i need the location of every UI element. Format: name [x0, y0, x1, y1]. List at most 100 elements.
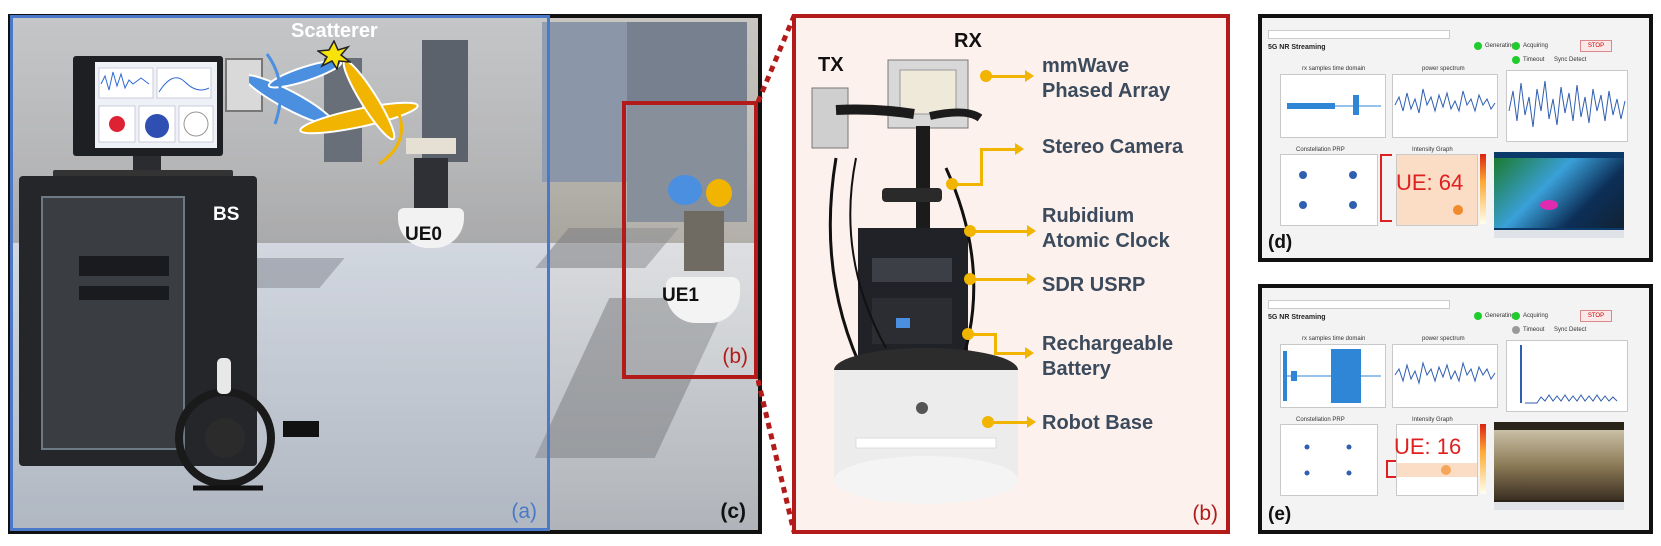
- timeout-led-icon: [1512, 326, 1520, 334]
- ue1-base: [666, 277, 740, 323]
- ue1-stack: [684, 211, 724, 271]
- generating-led-icon: [1474, 312, 1482, 320]
- pointer-dot: [982, 416, 994, 428]
- power-spectrum-plot: [1392, 74, 1498, 138]
- tx-label: TX: [818, 54, 844, 76]
- pointer-arrow: [972, 225, 1036, 237]
- monitor: [73, 56, 223, 156]
- label-rubidium-atomic-clock: Rubidium Atomic Clock: [1042, 204, 1170, 254]
- ue-brace: [1380, 154, 1392, 222]
- sync-plot: [1506, 340, 1628, 412]
- address-field[interactable]: [1268, 300, 1450, 309]
- monitor-stand: [133, 156, 161, 174]
- video-controls[interactable]: [1494, 502, 1624, 510]
- pointer-line: [972, 333, 996, 336]
- plot-title: power spectrum: [1422, 336, 1465, 342]
- label-rechargeable-battery: Rechargeable Battery: [1042, 332, 1173, 382]
- rack-door-glass: [41, 196, 185, 450]
- pointer-arrow: [980, 143, 1024, 155]
- robot-hardware-icon: [811, 59, 1018, 504]
- rx-label: RX: [954, 30, 982, 52]
- constellation-plot: [1280, 154, 1378, 226]
- panel-b-frame: TX RX mmWave Phased Array Stereo Camera …: [792, 14, 1230, 534]
- plot-title: Constellation PRP: [1296, 417, 1345, 423]
- plot-title: Intensity Graph: [1412, 417, 1453, 423]
- power-brick: [283, 421, 319, 437]
- stop-button[interactable]: STOP: [1580, 310, 1612, 322]
- acquiring-led-icon: [1512, 42, 1520, 50]
- acquiring-led-icon: [1512, 312, 1520, 320]
- pointer-arrow: [986, 70, 1034, 82]
- pointer-arrow: [994, 347, 1034, 359]
- pointer-dot: [964, 225, 976, 237]
- intensity-band: [1397, 463, 1477, 477]
- label-line: Rechargeable: [1042, 333, 1174, 355]
- power-spectrum-plot: [1392, 344, 1498, 408]
- ue-count-label: UE: 64: [1396, 170, 1464, 195]
- panel-e-tag: (e): [1268, 504, 1292, 525]
- panel-b-inset-frame: UE1 (b): [622, 101, 758, 379]
- video-content: [1540, 200, 1558, 210]
- monitor-plots-icon: [98, 67, 214, 143]
- status-sync-detect: Sync Detect: [1554, 57, 1587, 63]
- status-generating: Generating: [1485, 313, 1515, 319]
- label-robot-base: Robot Base: [1042, 412, 1154, 434]
- ue-brace: [1386, 460, 1396, 478]
- sync-plot: [1506, 70, 1628, 142]
- video-frame: [1494, 158, 1624, 228]
- panel-c-tag: (c): [720, 500, 746, 523]
- video-controls[interactable]: [1494, 230, 1624, 238]
- colorbar: [1480, 424, 1486, 494]
- panel-d-screen: 5G NR Streaming Generating Acquiring Tim…: [1258, 14, 1653, 262]
- video-player: [1494, 422, 1624, 510]
- ue-count-label: UE: 16: [1394, 434, 1462, 459]
- pointer-dot: [946, 178, 958, 190]
- time-domain-plot: [1280, 344, 1386, 408]
- intensity-graph: [1396, 154, 1478, 226]
- ue0-antenna: [406, 138, 456, 154]
- label-stereo-camera: Stereo Camera: [1042, 136, 1184, 158]
- rack-device: [79, 286, 169, 300]
- ue1-beam-yellow: [706, 179, 732, 207]
- video-frame: [1494, 430, 1624, 500]
- bs-label: BS: [213, 204, 240, 225]
- ue0-robot: [398, 138, 464, 248]
- ue1-robot: [666, 165, 740, 335]
- pointer-arrow: [972, 273, 1036, 285]
- zoom-connector-icon: [756, 15, 797, 533]
- constellation-plot: [1280, 424, 1378, 496]
- panel-b-tag: (b): [1192, 502, 1218, 525]
- plot-title: rx samples time domain: [1302, 336, 1366, 342]
- panel-e-screen: 5G NR Streaming Generating Acquiring Tim…: [1258, 284, 1653, 534]
- scatterer-label: Scatterer: [291, 20, 378, 42]
- ue1-beam-blue: [668, 175, 702, 205]
- rack-device: [79, 256, 169, 276]
- app-title: 5G NR Streaming: [1268, 314, 1326, 321]
- monitor-screen: [95, 62, 217, 148]
- colorbar: [1480, 154, 1486, 224]
- label-line: Phased Array: [1042, 80, 1171, 102]
- pointer-arrow: [990, 416, 1036, 428]
- label-line: Atomic Clock: [1042, 230, 1170, 252]
- beam-pattern-icon: [249, 53, 419, 166]
- pointer-dot: [964, 273, 976, 285]
- pointer-dot: [962, 328, 974, 340]
- panel-a-frame: BS Scatterer UE0 (a): [10, 15, 550, 531]
- ue0-label: UE0: [405, 224, 442, 245]
- intensity-graph: [1396, 424, 1478, 496]
- stop-button[interactable]: STOP: [1580, 40, 1612, 52]
- address-field[interactable]: [1268, 30, 1450, 39]
- status-acquiring: Acquiring: [1523, 313, 1549, 319]
- label-line: Battery: [1042, 358, 1111, 380]
- scatterer-burst-icon: [317, 40, 351, 70]
- plot-title: power spectrum: [1422, 66, 1465, 72]
- plot-title: rx samples time domain: [1302, 66, 1366, 72]
- label-line: Rubidium: [1042, 205, 1135, 227]
- status-generating: Generating: [1485, 43, 1515, 49]
- plot-title: Constellation PRP: [1296, 147, 1345, 153]
- status-timeout: Timeout: [1523, 327, 1545, 333]
- video-player: [1494, 152, 1624, 238]
- panel-d-tag: (d): [1268, 232, 1293, 253]
- cable-reel-icon: [175, 358, 275, 491]
- plot-title: Intensity Graph: [1412, 147, 1453, 153]
